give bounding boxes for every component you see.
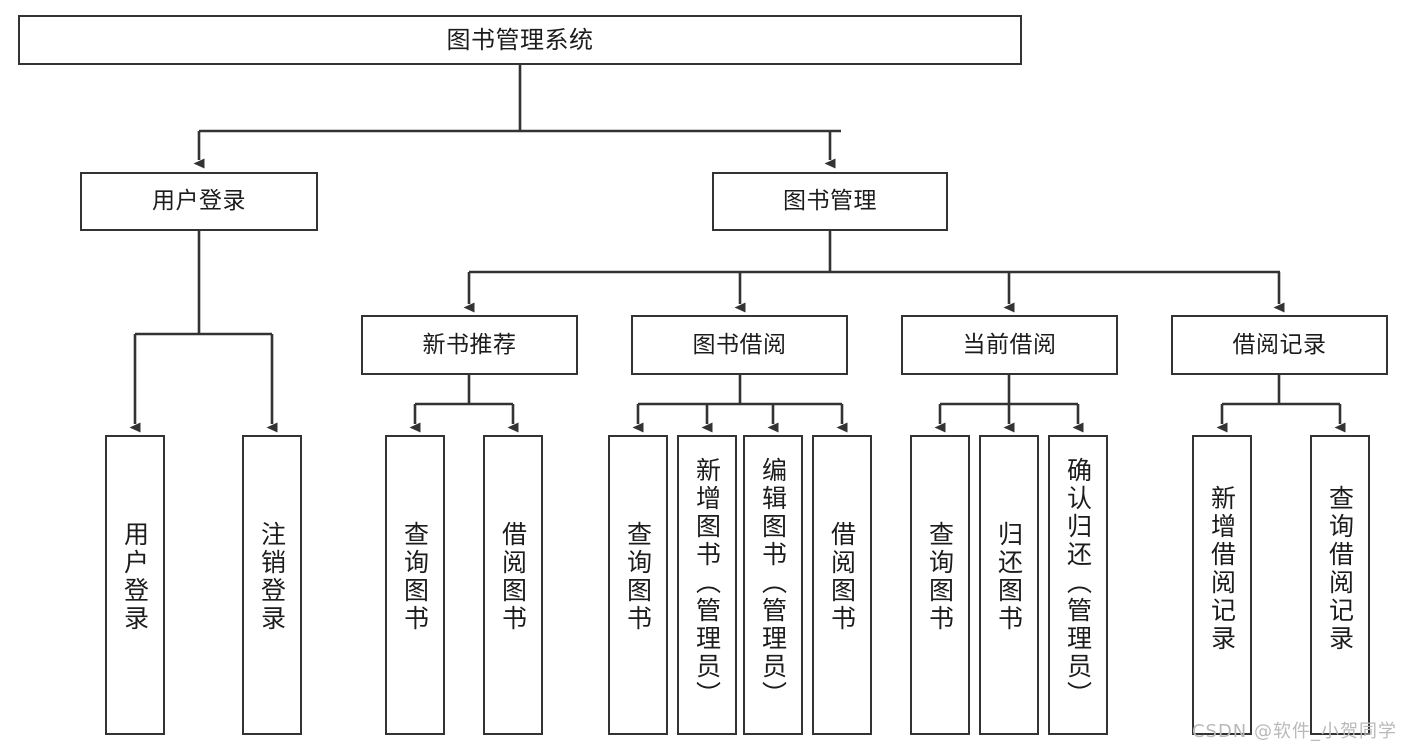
node-leaf-query-book-3[interactable]: 查询图书: [910, 435, 970, 735]
node-label: 当前借阅: [962, 331, 1057, 358]
node-leaf-query-book-2[interactable]: 查询图书: [608, 435, 668, 735]
node-label: 新增图书（管理员）: [692, 457, 722, 709]
node-label: 新增借阅记录: [1207, 485, 1237, 653]
node-label: 借阅图书: [498, 521, 528, 633]
node-leaf-edit-book[interactable]: 编辑图书（管理员）: [743, 435, 803, 735]
node-leaf-return-book[interactable]: 归还图书: [979, 435, 1039, 735]
node-label: 归还图书: [994, 521, 1024, 633]
node-borrow-record[interactable]: 借阅记录: [1171, 315, 1388, 375]
node-label: 用户登录: [120, 521, 150, 633]
node-leaf-borrow-book-2[interactable]: 借阅图书: [812, 435, 872, 735]
node-label: 编辑图书（管理员）: [758, 457, 788, 709]
node-leaf-user-login[interactable]: 用户登录: [105, 435, 165, 735]
node-label: 查询图书: [623, 521, 653, 633]
node-label: 确认归还（管理员）: [1063, 457, 1093, 709]
node-root-system[interactable]: 图书管理系统: [18, 15, 1022, 65]
node-leaf-borrow-book-1[interactable]: 借阅图书: [483, 435, 543, 735]
node-label: 查询借阅记录: [1325, 485, 1355, 653]
node-leaf-query-book-1[interactable]: 查询图书: [385, 435, 445, 735]
node-user-login[interactable]: 用户登录: [80, 172, 318, 231]
node-label: 用户登录: [152, 188, 246, 214]
node-label: 借阅记录: [1232, 331, 1327, 358]
node-label: 查询图书: [925, 521, 955, 633]
node-book-borrow[interactable]: 图书借阅: [631, 315, 848, 375]
node-leaf-add-record[interactable]: 新增借阅记录: [1192, 435, 1252, 735]
node-label: 图书管理系统: [446, 26, 594, 54]
node-leaf-logout[interactable]: 注销登录: [242, 435, 302, 735]
node-book-manage[interactable]: 图书管理: [712, 172, 948, 231]
csdn-watermark: CSDN @软件_小贺同学: [1191, 721, 1397, 742]
node-leaf-query-record[interactable]: 查询借阅记录: [1310, 435, 1370, 735]
node-label: 借阅图书: [827, 521, 857, 633]
node-label: 查询图书: [400, 521, 430, 633]
node-label: 图书管理: [783, 188, 877, 214]
node-current-borrow[interactable]: 当前借阅: [901, 315, 1118, 375]
node-label: 新书推荐: [422, 331, 517, 358]
node-label: 注销登录: [257, 521, 287, 633]
node-leaf-confirm-return[interactable]: 确认归还（管理员）: [1048, 435, 1108, 735]
node-label: 图书借阅: [692, 331, 787, 358]
node-new-book-rec[interactable]: 新书推荐: [361, 315, 578, 375]
node-leaf-add-book[interactable]: 新增图书（管理员）: [677, 435, 737, 735]
